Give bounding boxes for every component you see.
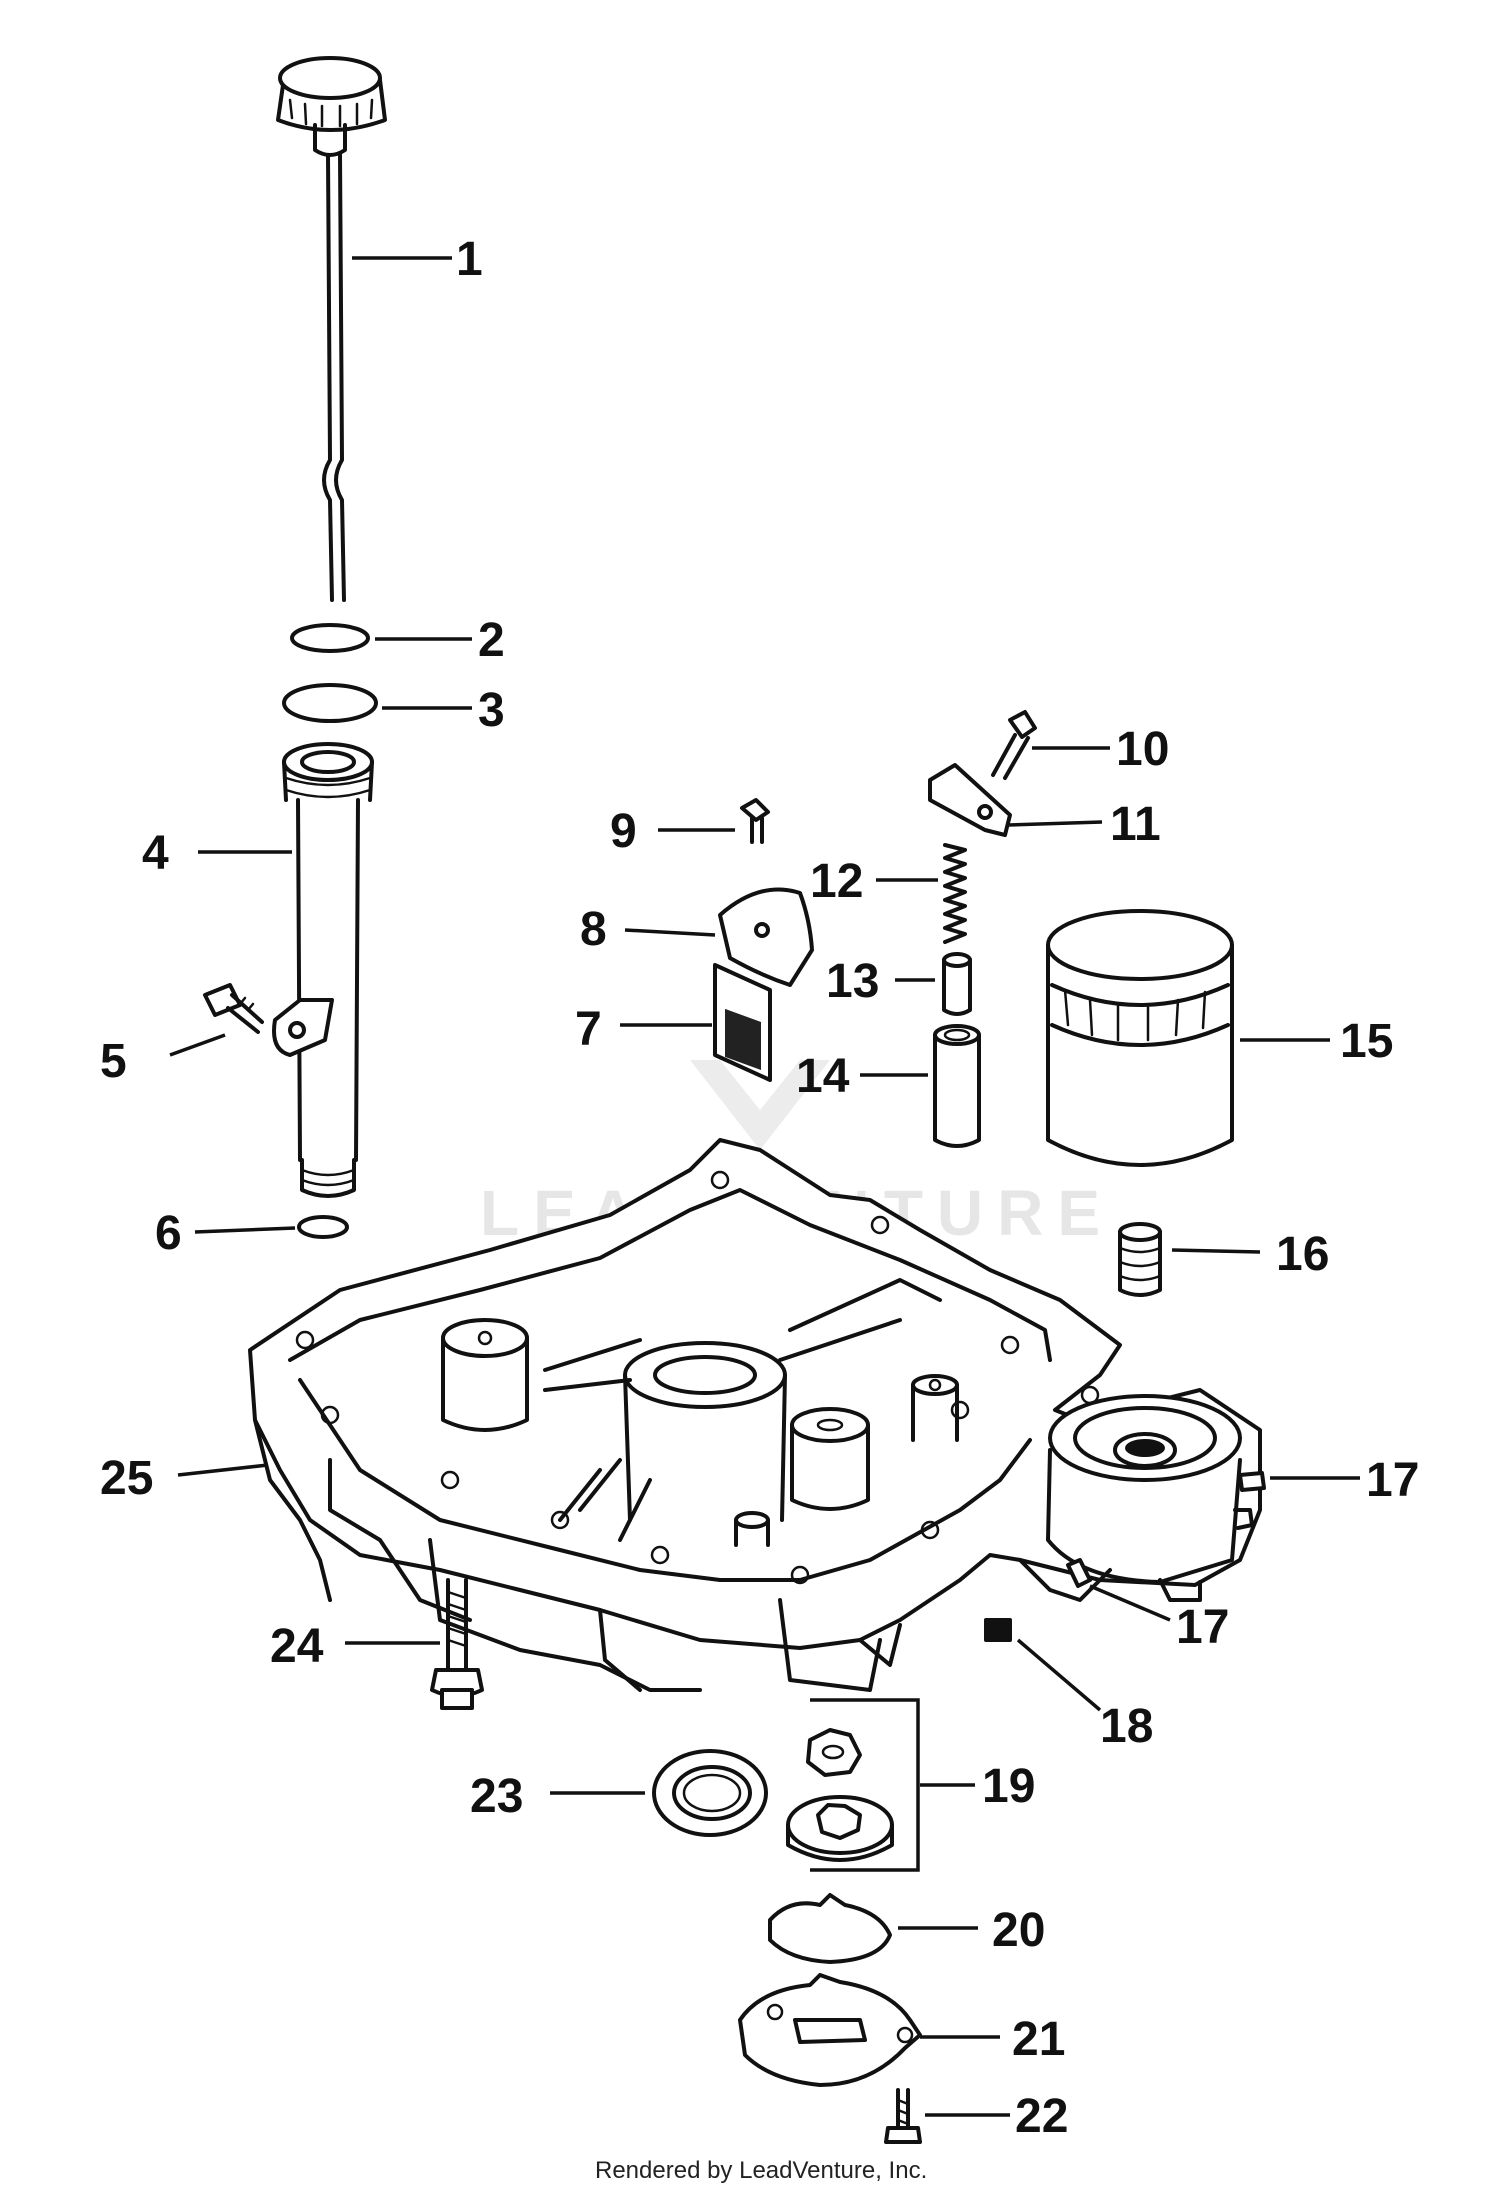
callout-labels: 1 2 3 4 5 6 7 8 9 10 11 12 13 14 15 16 1… [100,233,1419,2143]
callout-3: 3 [478,684,505,737]
callout-22: 22 [1015,2090,1068,2143]
part-screw-22[interactable] [884,2088,922,2144]
part-plug-17a[interactable] [1238,1471,1266,1492]
callout-5: 5 [100,1035,127,1088]
part-decal[interactable] [713,963,772,1082]
part-bolt-24[interactable] [430,1578,484,1710]
callout-12: 12 [810,855,863,908]
credit-text: Rendered by LeadVenture, Inc. [595,2157,927,2184]
callout-21: 21 [1012,2013,1065,2066]
part-bracket-11[interactable] [928,763,1012,837]
part-o-ring-small[interactable] [290,623,370,653]
callout-18: 18 [1100,1700,1153,1753]
callout-2: 2 [478,614,505,667]
callout-6: 6 [155,1207,182,1260]
callout-7: 7 [575,1003,602,1056]
part-o-ring-large[interactable] [282,683,378,723]
part-oil-pan[interactable] [248,1138,1262,1692]
callout-14: 14 [796,1050,850,1103]
callout-13: 13 [826,955,879,1008]
leader-lines [169,256,1360,2117]
part-nipple-fitting[interactable] [1118,1222,1162,1297]
callout-19: 19 [982,1760,1035,1813]
callout-4: 4 [142,827,169,880]
part-pump-cover[interactable] [738,1973,922,2087]
callout-1: 1 [456,233,483,286]
part-oil-filter[interactable] [1046,909,1234,1167]
callout-16: 16 [1276,1228,1329,1281]
part-oil-seal[interactable] [652,1749,768,1837]
callout-17-upper: 17 [1366,1454,1419,1507]
callout-25: 25 [100,1452,153,1505]
callout-17-lower: 17 [1176,1601,1229,1654]
part-dipstick-tube[interactable] [272,742,374,1198]
callout-20: 20 [992,1904,1045,1957]
part-plug-18[interactable] [984,1618,1012,1642]
part-screw-9[interactable] [740,798,770,844]
part-o-ring-bottom[interactable] [297,1215,349,1239]
part-screw-5[interactable] [203,983,264,1034]
part-plug-17b[interactable] [1066,1558,1092,1588]
part-pump-gear-set[interactable] [786,1698,920,1872]
callout-9: 9 [610,805,637,858]
part-dipstick[interactable] [276,56,387,602]
callout-15: 15 [1340,1015,1393,1068]
callout-8: 8 [580,903,607,956]
part-gasket[interactable] [768,1893,892,1964]
part-bolt-10[interactable] [991,710,1037,780]
part-spring[interactable] [943,843,967,944]
part-sleeve[interactable] [933,1024,981,1148]
callout-10: 10 [1116,723,1169,776]
callout-24: 24 [270,1620,324,1673]
part-cover-plate[interactable] [718,887,814,987]
callout-11: 11 [1110,798,1161,851]
callout-23: 23 [470,1770,523,1823]
part-sleeve-small[interactable] [942,952,972,1016]
